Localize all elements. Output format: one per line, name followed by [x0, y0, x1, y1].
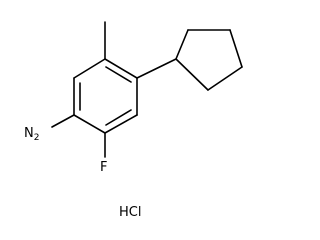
amine-bond	[51, 114, 75, 128]
ring-double-bond-b	[105, 109, 132, 126]
ring-double-bond-a	[105, 66, 132, 83]
cyclopentyl-attachment-bond	[136, 58, 177, 79]
fluorine-label: F	[100, 160, 107, 175]
ring-bond-6	[73, 58, 106, 79]
cyclopentyl-bond-4	[207, 66, 243, 91]
amine-label: N2	[24, 126, 39, 143]
ring-bond-4	[73, 114, 106, 134]
chemical-structure: N2 F HCl	[24, 21, 243, 220]
salt-label: HCl	[119, 205, 141, 220]
structure-canvas: N2 F HCl	[24, 21, 243, 220]
cyclopentyl-ring	[175, 29, 243, 91]
cyclopentyl-bond-5	[175, 58, 209, 91]
cyclopentyl-bond-3	[229, 29, 243, 68]
ring-bond-1	[104, 58, 138, 79]
cyclopentyl-bond-1	[175, 29, 189, 60]
benzene-ring	[73, 58, 138, 134]
ring-bond-3	[104, 114, 138, 134]
